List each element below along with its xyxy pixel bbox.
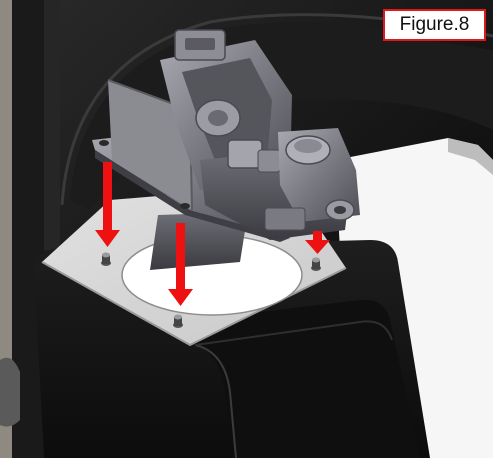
bracket-assembly: [92, 29, 360, 270]
housing-box-bevel: [195, 299, 420, 458]
flange-hole-left: [99, 140, 109, 146]
mounting-plate-edge: [41, 261, 347, 347]
housing-box-edge-top: [194, 320, 393, 346]
bolt-stud-right: [311, 257, 321, 271]
pulley-hub: [208, 110, 228, 126]
bracket-wall: [108, 80, 192, 210]
left-post: [0, 357, 20, 427]
bracket-flap: [150, 212, 248, 270]
left-wall-frame: [44, 0, 60, 250]
arrow-center-bolt: [168, 223, 193, 306]
arrow-right-bolt: [305, 231, 330, 254]
nut-fitting: [227, 139, 263, 169]
flange-hole-center: [180, 203, 190, 209]
housing-box-edge: [194, 344, 237, 458]
nut-fitting-2: [257, 149, 281, 173]
window-frame-right: [448, 138, 493, 175]
figure-label: Figure.8: [383, 9, 486, 41]
white-window: [335, 138, 493, 458]
valve-side-block: [264, 207, 306, 231]
arrow-left-bolt: [95, 162, 120, 247]
bolt-stud-center: [173, 314, 183, 328]
bracket-top-clamp-hole: [185, 38, 215, 50]
bolt-stud-left: [101, 252, 111, 266]
valve-port-hole: [334, 206, 346, 214]
valve-knob-top: [294, 139, 322, 153]
